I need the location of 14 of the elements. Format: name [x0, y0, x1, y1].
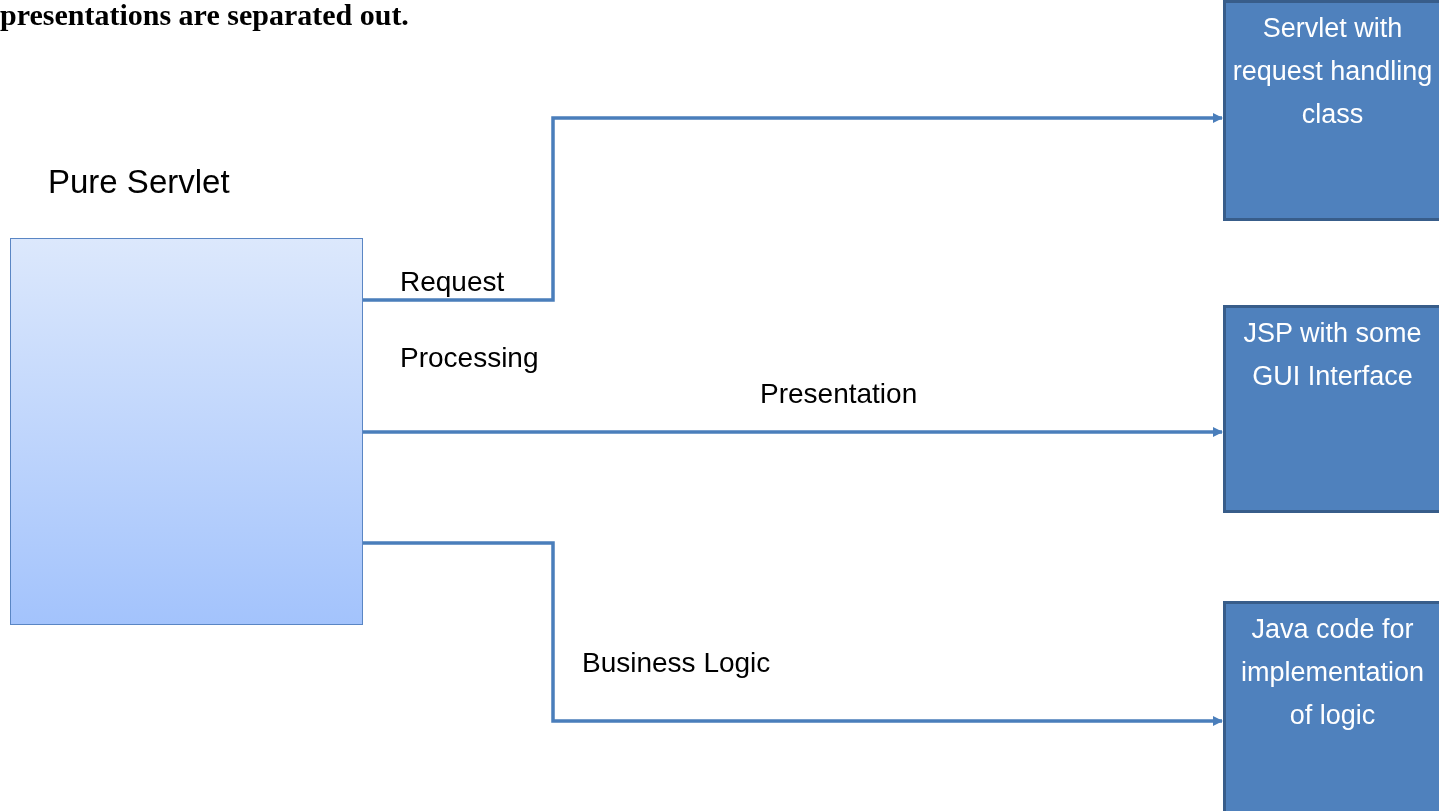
connector-arrow: [363, 113, 1223, 302]
connector-arrow: [363, 541, 1223, 726]
box-text: Servlet with request handling class: [1232, 12, 1433, 131]
component-box: [1223, 0, 1439, 221]
box-text: JSP with some GUI Interface: [1242, 317, 1423, 393]
box-heading: Pure Servlet: [48, 163, 230, 201]
edge-label: Business Logic: [582, 646, 771, 680]
component-box: [1223, 305, 1439, 513]
box-text: Java code for implementation of logic: [1239, 613, 1426, 732]
component-box: [1223, 601, 1439, 811]
slide-heading: presentations are separated out.: [0, 0, 409, 32]
edge-label: Request Processing: [400, 265, 540, 375]
connector-arrow: [363, 427, 1223, 437]
edge-label: Presentation: [760, 377, 918, 411]
